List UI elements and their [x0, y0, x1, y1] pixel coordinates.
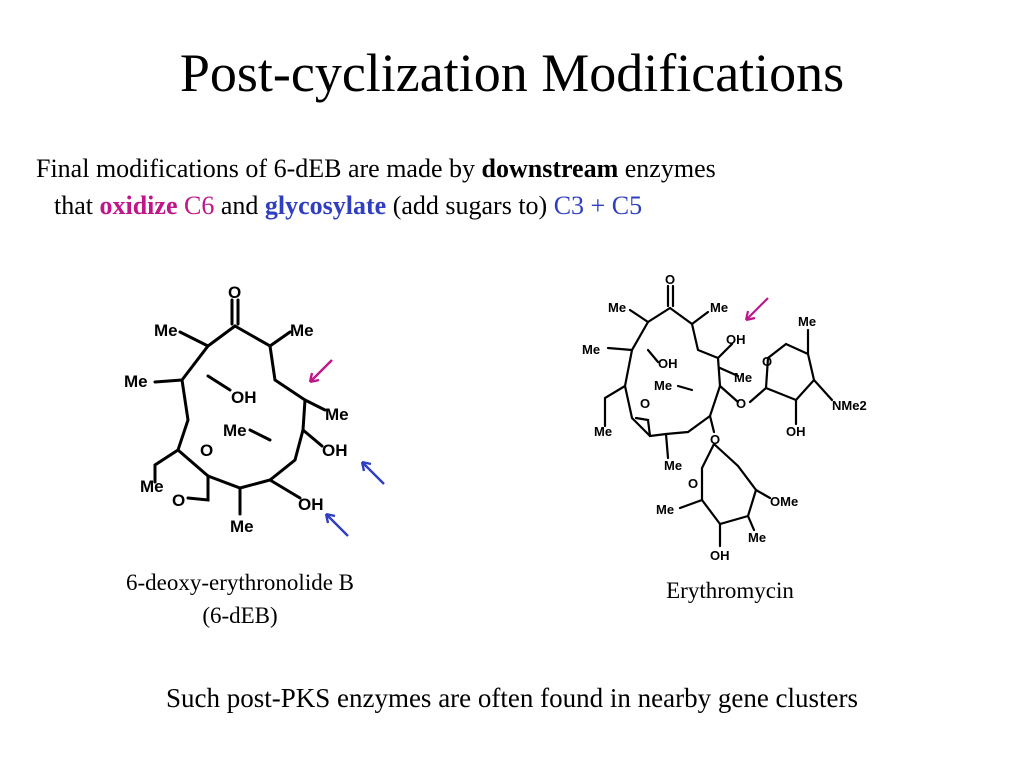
- label-me-8: Me: [748, 530, 766, 545]
- label-o-sugar-2: O: [688, 476, 698, 491]
- lactone-bond: [634, 416, 652, 438]
- oh-bond-3: [268, 478, 302, 500]
- structure-6deb: O Me Me Me OH Me Me OH O Me O OH Me: [124, 283, 385, 537]
- label-me-3: Me: [124, 372, 148, 391]
- desosamine-ring: [748, 342, 816, 404]
- intro-text-e: (add sugars to): [386, 191, 554, 220]
- structure-erythromycin: O Me Me OH Me OH Me Me O Me O Me O NMe2 …: [582, 272, 867, 563]
- c3-c5-label: C3 + C5: [553, 191, 643, 220]
- oxidize-arrow: [308, 359, 333, 384]
- label-me-7: Me: [230, 517, 254, 536]
- caption-6deb-line-2: (6-dEB): [202, 603, 278, 628]
- label-nme2: NMe2: [832, 398, 867, 413]
- label-oh-1: OH: [231, 388, 257, 407]
- ethyl-bond: [603, 384, 627, 428]
- label-o-top: O: [665, 272, 675, 287]
- caption-6deb-line-1: 6-deoxy-erythronolide B: [125, 570, 355, 595]
- me-bond-1: [628, 308, 650, 324]
- me-bond-3: [606, 346, 634, 352]
- oxidize-arrow: [744, 297, 769, 322]
- me-bond-3: [153, 378, 184, 384]
- sugar2-me-bond-2: [678, 498, 704, 510]
- nme2-bond: [812, 378, 834, 402]
- label-oh-4: OH: [710, 548, 730, 563]
- glycosylate-term: glycosylate: [264, 191, 387, 220]
- label-o-link-2: O: [710, 432, 720, 447]
- sugar2-me-bond: [746, 514, 756, 532]
- label-o-sugar-1: O: [762, 354, 772, 369]
- o-link-2: [708, 414, 716, 434]
- me-bond-5: [248, 428, 272, 442]
- me-bond-4: [718, 366, 740, 378]
- intro-text-a: Final modifications of 6-dEB are made by: [36, 154, 482, 183]
- label-me-3: Me: [582, 342, 600, 357]
- slide-title: Post-cyclization Modifications: [179, 43, 845, 103]
- carbonyl-bond-top: [230, 298, 240, 326]
- ome-bond: [754, 488, 772, 500]
- ring-bond-right: [206, 324, 307, 490]
- label-o-link-1: O: [736, 396, 746, 411]
- oh-bond-1: [716, 342, 734, 360]
- me-bond-5: [676, 384, 694, 392]
- intro-line-2: that oxidize C6 and glycosylate (add sug…: [36, 187, 1011, 224]
- carbonyl-bond-top: [666, 284, 675, 308]
- label-me-4: Me: [734, 370, 752, 385]
- label-oh-2: OH: [322, 441, 348, 460]
- label-me-10: Me: [664, 458, 682, 473]
- oxidize-term: oxidize: [99, 191, 178, 220]
- downstream-term: downstream: [481, 154, 619, 183]
- intro-text-d: and: [214, 191, 265, 220]
- label-me-2: Me: [710, 300, 728, 315]
- cladinose-ring: [700, 442, 758, 526]
- label-oh-3: OH: [298, 495, 324, 514]
- oh-bond-1: [206, 374, 232, 392]
- intro-text-b: enzymes: [618, 154, 716, 183]
- label-me-5: Me: [654, 378, 672, 393]
- c6-label: C6: [177, 191, 215, 220]
- me-bond-2: [690, 310, 710, 326]
- label-ome: OMe: [770, 494, 798, 509]
- ring-bond-left: [176, 324, 237, 478]
- oh-bond-2: [646, 348, 660, 364]
- me-bond-6: [664, 432, 670, 460]
- label-me-4: Me: [325, 405, 349, 424]
- caption-erythromycin: Erythromycin: [666, 578, 794, 603]
- label-me-1: Me: [154, 321, 178, 340]
- glycosylate-arrow-1: [360, 460, 385, 485]
- me-bond-1: [178, 330, 210, 348]
- o-link-1: [718, 384, 740, 404]
- glycosylate-arrow-2: [324, 512, 349, 537]
- oh-bond-2: [301, 428, 324, 448]
- label-me-2: Me: [290, 321, 314, 340]
- footer-text: Such post-PKS enzymes are often found in…: [165, 683, 859, 713]
- me-bond-4: [303, 398, 327, 412]
- label-o-ring: O: [640, 396, 650, 411]
- label-me-1: Me: [608, 300, 626, 315]
- label-me-6: Me: [594, 424, 612, 439]
- intro-line-1: Final modifications of 6-dEB are made by…: [36, 150, 1011, 187]
- caption-6deb: 6-deoxy-erythronolide B (6-dEB): [70, 566, 410, 632]
- ester-bond: [186, 474, 210, 502]
- intro-text: Final modifications of 6-dEB are made by…: [36, 150, 1011, 224]
- label-me-9: Me: [656, 502, 674, 517]
- label-me-6: Me: [140, 477, 164, 496]
- label-o-top: O: [228, 283, 241, 302]
- intro-text-c: that: [54, 191, 100, 220]
- me-bond-2: [268, 330, 292, 348]
- label-oh-2: OH: [658, 356, 678, 371]
- label-o-carbonyl: O: [172, 491, 185, 510]
- macrolide-left: [623, 306, 672, 438]
- label-oh-1: OH: [726, 332, 746, 347]
- ethyl-bond: [153, 448, 180, 484]
- label-me-5: Me: [223, 421, 247, 440]
- label-o-ring: O: [200, 441, 213, 460]
- label-me-7: Me: [798, 314, 816, 329]
- label-oh-3: OH: [786, 424, 806, 439]
